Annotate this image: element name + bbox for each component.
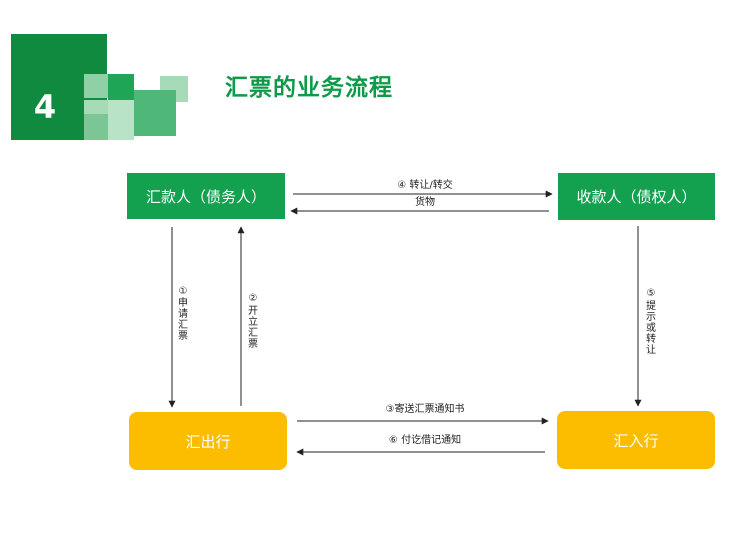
page-title: 汇票的业务流程 — [225, 75, 393, 101]
node-remitting-bank: 汇出行 — [129, 412, 287, 470]
node-payee: 收款人（债权人） — [558, 173, 715, 220]
label-apply-number: ① — [178, 286, 188, 297]
header-block-light-1 — [84, 74, 108, 98]
label-debit: ⑥ 付讫借记通知 — [388, 435, 462, 446]
label-notice: ③寄送汇票通知书 — [385, 404, 465, 415]
label-issue-number: ② — [248, 293, 258, 304]
header-block-light-5 — [108, 100, 134, 140]
header-block-light-3 — [84, 100, 108, 114]
label-transfer: ④ 转让/转交 — [397, 180, 453, 191]
header-block-white — [134, 136, 176, 140]
label-apply: 申请汇票 — [178, 298, 188, 342]
header-block-mid-1 — [134, 90, 176, 136]
node-remitter: 汇款人（债务人） — [127, 173, 285, 219]
label-goods: 货物 — [415, 197, 435, 208]
section-number: 4 — [33, 88, 57, 126]
label-present: 提示或转让 — [646, 301, 656, 356]
label-issue: 开立汇票 — [248, 306, 258, 350]
header-block-green-1 — [108, 74, 134, 100]
node-paying-bank: 汇入行 — [557, 411, 715, 469]
label-present-number: ⑤ — [646, 288, 656, 299]
header-block-light-4 — [84, 114, 108, 140]
